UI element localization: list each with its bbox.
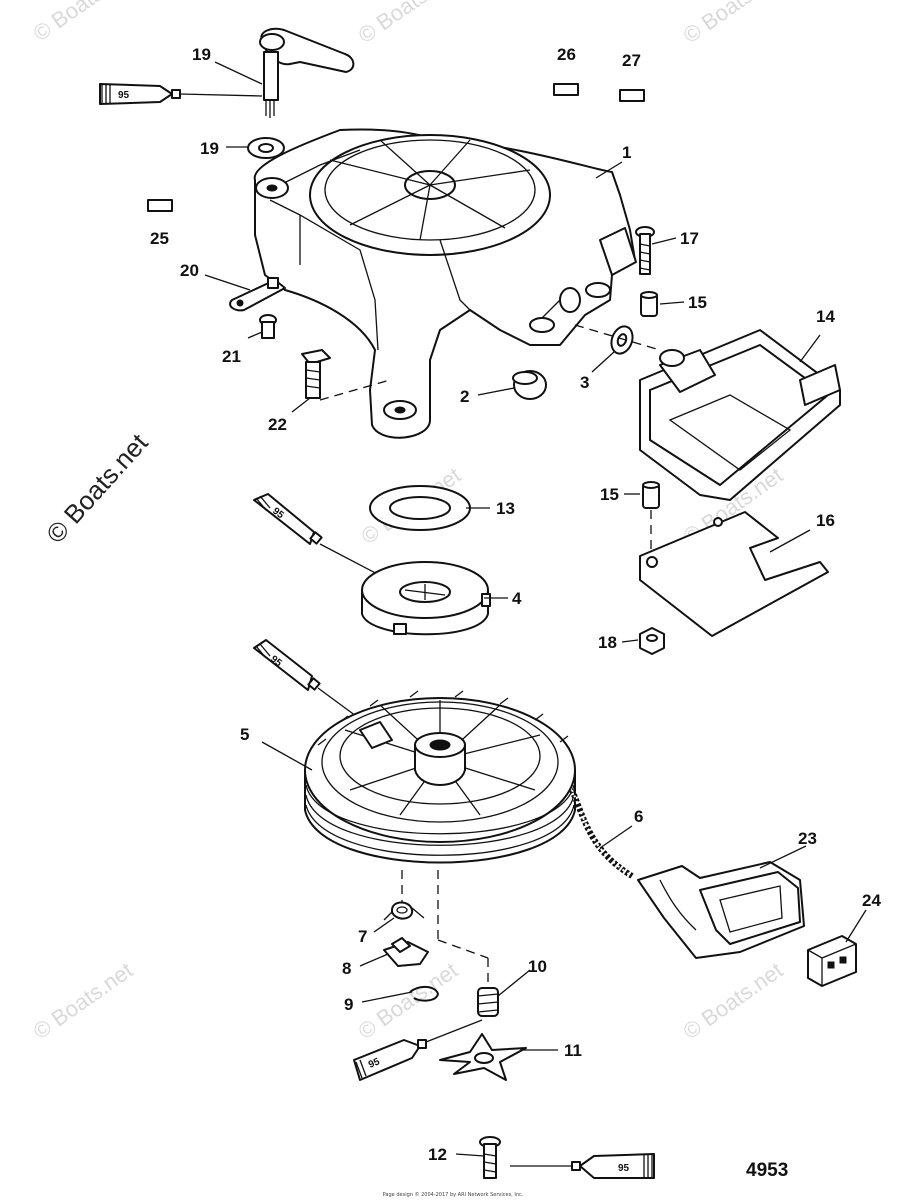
part-27-tag [553,83,579,96]
part-3-washer [610,325,634,355]
guide-line [437,939,489,959]
watermark: © Boats.net [354,0,463,48]
callout-15-lower: 15 [600,485,619,504]
callout-23: 22 [268,415,287,434]
part-26-tag [147,199,173,212]
leader-lines [204,61,867,1157]
callout-5: 5 [240,725,249,744]
figure-number: 4953 [746,1160,788,1181]
part-11-retainer [439,1033,527,1081]
part-7-spring [383,901,425,921]
part-23-bolt [301,349,391,401]
tube-label: 95 [367,1056,382,1071]
callout-14: 14 [816,307,835,326]
callout-11: 11 [564,1041,582,1060]
part-22-screw [259,314,277,339]
callout-24: 23 [798,829,817,848]
callout-13: 13 [496,499,515,518]
part-24-handle [637,861,805,959]
sealant-tube-19: 95 [99,83,263,105]
callout-12: 12 [428,1145,447,1164]
callout-4: 4 [512,589,522,608]
callout-9: 9 [344,995,353,1014]
watermark: © Boats.net [29,0,138,46]
part-2-bushing [512,370,547,400]
tube-label: 95 [618,1163,630,1174]
callout-17: 17 [680,229,699,248]
tube-label: 95 [118,90,130,101]
callout-25: 24 [862,891,881,910]
part-14-interlock-housing [639,329,841,501]
callout-22: 21 [222,347,241,366]
part-16-plate [639,511,829,637]
watermark: © Boats.net [679,0,788,48]
part-12-screw [479,1136,501,1179]
callout-3: 3 [580,373,589,392]
part-4-spring-housing [361,561,491,636]
part-15-bushing-upper [640,291,658,317]
callout-7: 7 [358,927,367,946]
part-5-pulley [304,690,576,864]
callout-16: 16 [816,511,835,530]
watermark-side: © Boats.net [40,427,154,549]
callout-8: 8 [342,959,351,978]
watermark: © Boats.net [679,957,788,1044]
part-1-starter-housing [253,128,637,439]
callout-28: 27 [622,51,641,70]
callout-27: 26 [557,45,576,64]
callout-21: 20 [180,261,199,280]
part-9-clip [409,986,439,1002]
part-8-pawl [383,937,429,967]
callout-19: 19 [192,45,211,64]
part-20-washer [247,137,285,159]
part-25-insert [807,935,857,987]
part-15-bushing-lower [642,481,660,560]
part-10-spring [477,987,499,1017]
callout-1: 1 [622,143,631,162]
callout-20: 19 [200,139,219,158]
sealant-tube-11: 95 [353,1019,483,1081]
part-6-rope [569,788,634,879]
watermark: © Boats.net [29,957,138,1044]
part-18-nut [639,627,665,655]
part-19-lever [259,27,355,118]
callout-2: 2 [460,387,469,406]
callout-26: 25 [150,229,169,248]
part-21-link [229,277,286,312]
sealant-tube-12: 95 [510,1153,655,1179]
callout-10: 10 [528,957,547,976]
part-28-tag [619,89,645,102]
part-13-washer [369,485,471,531]
footer-copyright: Page design © 2004-2017 by ARI Network S… [383,1191,524,1198]
callout-15-upper: 15 [688,293,707,312]
sealant-tube-4: 95 [253,493,386,579]
part-17-screw [635,226,655,275]
callouts: 19 19 26 27 1 25 17 20 15 14 21 3 2 22 1… [150,45,881,1181]
callout-6: 6 [634,807,643,826]
callout-18: 18 [598,633,617,652]
